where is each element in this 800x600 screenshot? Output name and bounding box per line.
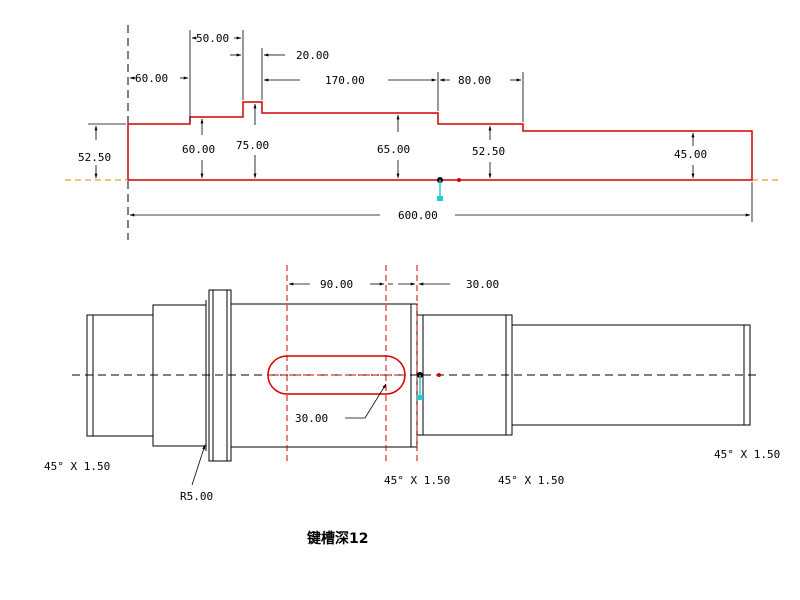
dim-170-label: 170.00	[325, 74, 365, 87]
dim-80-label: 80.00	[458, 74, 491, 87]
dim-50: 50.00	[191, 30, 244, 100]
vdim-75: 75.00	[236, 103, 269, 179]
chamfer-mid2-label: 45° X 1.50	[498, 474, 564, 487]
dim-50-label: 50.00	[196, 32, 229, 45]
keyway-slot	[267, 355, 406, 395]
vdim-60-label: 60.00	[182, 143, 215, 156]
dim-80: 80.00	[439, 72, 524, 122]
dim-170: 170.00	[263, 72, 439, 111]
vdim-52-right: 52.50	[472, 125, 505, 179]
origin-point-bottom-red	[437, 373, 441, 377]
dim-20-label: 20.00	[296, 49, 329, 62]
dim-fillet-label: R5.00	[180, 490, 213, 503]
dim-fillet: R5.00	[180, 444, 213, 503]
vdim-60: 60.00	[182, 118, 215, 179]
vdim-52-left: 52.50	[78, 123, 126, 179]
dim-keyway-length-label: 90.00	[320, 278, 353, 291]
dim-60-label: 60.00	[135, 72, 168, 85]
top-view-profile-sketch: 60.00 50.00 20.00 170.00	[65, 25, 782, 240]
vdim-45-label: 45.00	[674, 148, 707, 161]
vdim-75-label: 75.00	[236, 139, 269, 152]
shaft-half-profile	[127, 101, 753, 181]
vdim-52-left-label: 52.50	[78, 151, 111, 164]
bottom-view-shaft: 90.00 30.00 30.00 R5.00 45° X 1.50 45° X…	[44, 265, 780, 503]
dim-keyway-length: 90.00	[288, 278, 385, 291]
vdim-45: 45.00	[674, 132, 707, 179]
shaft-section-5	[511, 324, 751, 426]
vdim-65-label: 65.00	[377, 143, 410, 156]
dim-keyway-offset: 30.00	[388, 278, 499, 291]
dim-600: 600.00	[129, 182, 753, 222]
chamfer-mid1-label: 45° X 1.50	[384, 474, 450, 487]
dim-600-label: 600.00	[398, 209, 438, 222]
dim-20: 20.00	[230, 48, 329, 100]
vdim-52-right-label: 52.50	[472, 145, 505, 158]
origin-marker-box	[437, 196, 443, 201]
dim-keyway-width: 30.00	[295, 383, 387, 425]
chamfer-right-label: 45° X 1.50	[714, 448, 780, 461]
vdim-65: 65.00	[377, 114, 410, 179]
chamfer-left-label: 45° X 1.50	[44, 460, 110, 473]
keyway-depth-caption: 键槽深12	[306, 530, 368, 547]
dim-60: 60.00	[129, 30, 191, 122]
origin-point-red	[457, 178, 461, 182]
dim-keyway-width-label: 30.00	[295, 412, 328, 425]
origin-marker-bottom-box	[417, 395, 423, 400]
dim-keyway-offset-label: 30.00	[466, 278, 499, 291]
